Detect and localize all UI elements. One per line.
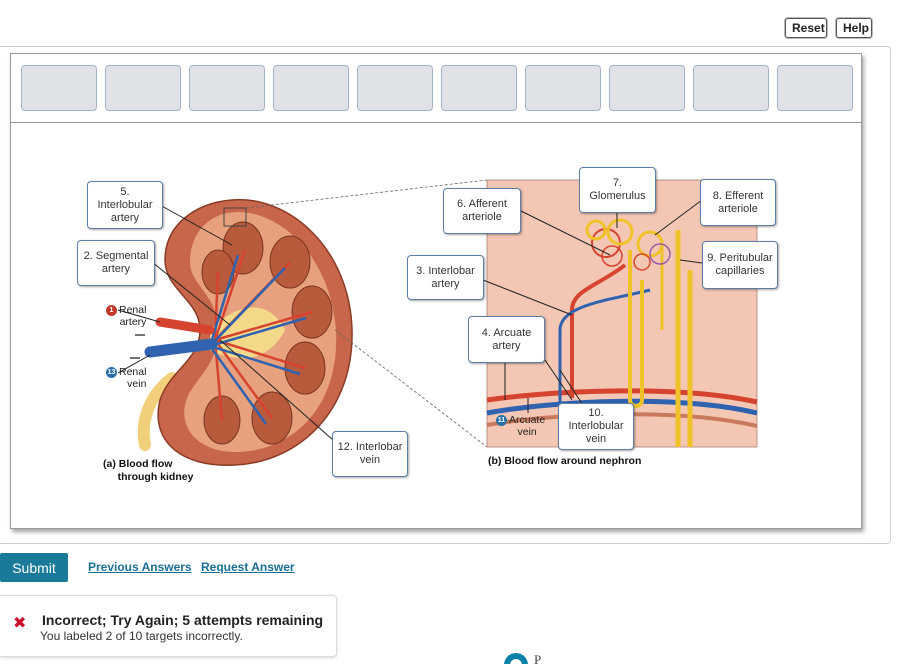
label-glomerulus[interactable]: 7. Glomerulus bbox=[579, 167, 656, 213]
label-bank-slot[interactable] bbox=[21, 65, 97, 111]
label-bank-slot[interactable] bbox=[357, 65, 433, 111]
label-interlobar-vein[interactable]: 12. Interlobar vein bbox=[332, 431, 408, 477]
help-button[interactable]: Help bbox=[836, 18, 872, 38]
label-bank-slot[interactable] bbox=[693, 65, 769, 111]
previous-answers-link[interactable]: Previous Answers bbox=[88, 560, 192, 574]
feedback-message: You labeled 2 of 10 targets incorrectly. bbox=[40, 629, 243, 643]
label-bank bbox=[11, 54, 861, 123]
label-efferent-arteriole[interactable]: 8. Efferent arteriole bbox=[700, 179, 776, 226]
nephron-caption: (b) Blood flow around nephron bbox=[488, 455, 642, 467]
reset-button[interactable]: Reset bbox=[785, 18, 827, 38]
incorrect-icon: ✖ bbox=[13, 613, 27, 632]
feedback-title: Incorrect; Try Again; 5 attempts remaini… bbox=[42, 612, 324, 628]
renal-artery-number: 1 bbox=[106, 304, 117, 316]
renal-vein-number: 13 bbox=[106, 366, 117, 378]
label-bank-slot[interactable] bbox=[105, 65, 181, 111]
label-bank-slot[interactable] bbox=[189, 65, 265, 111]
kidney-caption: (a) Blood flow through kidney bbox=[103, 458, 194, 483]
label-bank-slot[interactable] bbox=[273, 65, 349, 111]
label-bank-slot[interactable] bbox=[441, 65, 517, 111]
arcuate-vein-number: 11 bbox=[496, 414, 507, 426]
logo-letter: P bbox=[534, 652, 541, 664]
label-bank-slot[interactable] bbox=[525, 65, 601, 111]
label-interlobular-artery[interactable]: 5. Interlobular artery bbox=[87, 181, 163, 229]
pearson-logo-icon: P bbox=[504, 652, 541, 664]
label-arcuate-artery[interactable]: 4. Arcuate artery bbox=[468, 316, 545, 363]
feedback-box bbox=[0, 595, 337, 657]
label-bank-slot[interactable] bbox=[777, 65, 853, 111]
label-segmental-artery[interactable]: 2. Segmental artery bbox=[77, 240, 155, 286]
label-interlobar-artery[interactable]: 3. Interlobar artery bbox=[407, 255, 484, 300]
request-answer-link[interactable]: Request Answer bbox=[201, 560, 295, 574]
label-peritubular-capillaries[interactable]: 9. Peritubular capillaries bbox=[702, 241, 778, 289]
label-bank-slot[interactable] bbox=[609, 65, 685, 111]
label-interlobular-vein[interactable]: 10. Interlobular vein bbox=[558, 403, 634, 450]
submit-button[interactable]: Submit bbox=[0, 553, 68, 582]
label-afferent-arteriole[interactable]: 6. Afferent arteriole bbox=[443, 188, 521, 234]
